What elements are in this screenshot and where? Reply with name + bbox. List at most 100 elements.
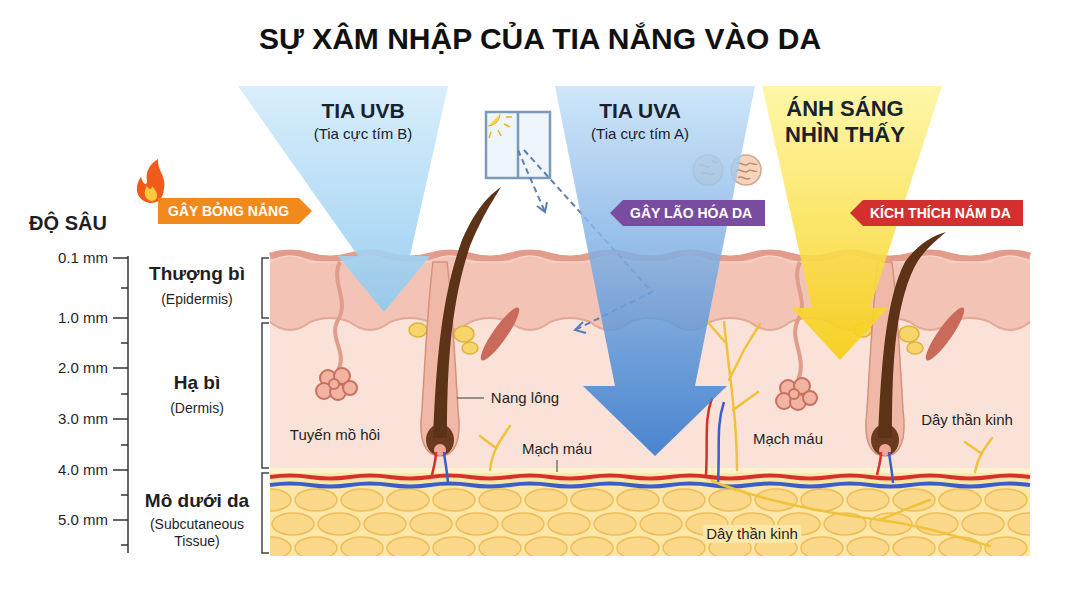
fat-cell bbox=[270, 537, 291, 556]
fat-cell bbox=[502, 513, 544, 535]
fat-cell bbox=[341, 537, 383, 556]
banner-polygon bbox=[610, 200, 765, 226]
fat-cell bbox=[801, 537, 843, 556]
fat-cell bbox=[571, 489, 613, 511]
banner-text: GÂY LÃO HÓA DA bbox=[610, 200, 762, 226]
beam-polygon bbox=[555, 86, 755, 456]
fat-cell bbox=[939, 489, 981, 511]
fat-cell bbox=[272, 513, 314, 535]
sebaceous-gland bbox=[907, 342, 923, 354]
fat-cell bbox=[433, 537, 475, 556]
sebaceous-gland bbox=[409, 323, 427, 337]
fat-cell bbox=[663, 537, 705, 556]
layer-boundary bbox=[270, 468, 1030, 473]
fat-cell bbox=[270, 489, 291, 511]
fat-cell bbox=[847, 537, 889, 556]
part-label: Nang lông bbox=[488, 389, 562, 407]
fat-cell bbox=[387, 537, 429, 556]
artery bbox=[270, 476, 1030, 479]
part-label: Dây thần kinh bbox=[703, 525, 801, 543]
fat-cell bbox=[341, 489, 383, 511]
depth-axis bbox=[113, 256, 128, 553]
beam-subtitle: (Tia cực tím B) bbox=[283, 124, 443, 144]
sweat-gland-coil bbox=[776, 378, 817, 410]
part-label: Dây thần kinh bbox=[918, 411, 1016, 429]
diagram-title: SỰ XÂM NHẬP CỦA TIA NẮNG VÀO DA bbox=[0, 22, 1080, 56]
fat-cell bbox=[525, 537, 567, 556]
fat-cell bbox=[893, 537, 935, 556]
leader-line bbox=[457, 397, 484, 398]
fat-cell bbox=[663, 489, 705, 511]
depth-value: 4.0 mm bbox=[58, 461, 108, 479]
layer-name-en: (Subcutaneous Tissue) bbox=[138, 516, 256, 550]
depth-value: 5.0 mm bbox=[58, 511, 108, 529]
sweat-gland-coil bbox=[316, 368, 357, 400]
effect-banner: GÂY LÃO HÓA DA bbox=[610, 200, 765, 226]
fat-cell bbox=[594, 513, 636, 535]
arrector-muscle bbox=[476, 304, 524, 364]
leader-line bbox=[556, 460, 557, 472]
uva-beam: TIA UVA(Tia cực tím A) bbox=[555, 86, 755, 458]
vein bbox=[270, 484, 1030, 487]
banner-text: KÍCH THÍCH NÁM DA bbox=[850, 200, 1021, 226]
layer-name-en: (Epidermis) bbox=[161, 290, 233, 308]
fat-cell bbox=[640, 513, 682, 535]
sweat-duct bbox=[795, 262, 802, 380]
sebaceous-gland bbox=[462, 342, 478, 354]
fat-cells bbox=[270, 489, 1030, 556]
fat-cell bbox=[295, 537, 337, 556]
axis-title: ĐỘ SÂU bbox=[29, 214, 107, 232]
fat-cell bbox=[617, 537, 659, 556]
fat-cell bbox=[318, 513, 360, 535]
banner-polygon bbox=[850, 200, 1023, 226]
sweat-duct bbox=[335, 262, 342, 370]
fat-cell bbox=[962, 513, 1004, 535]
fat-cell bbox=[456, 513, 498, 535]
layer-name: Mô dưới da bbox=[145, 492, 249, 510]
fat-cell bbox=[1008, 513, 1030, 535]
fat-cell bbox=[387, 489, 429, 511]
hair-shaft bbox=[878, 232, 946, 438]
part-label: Tuyến mồ hôi bbox=[287, 426, 383, 444]
beam-text-box: ÁNH SÁNG NHÌN THẤY bbox=[770, 96, 920, 148]
effect-banner: KÍCH THÍCH NÁM DA bbox=[850, 200, 1023, 226]
banner-polygon bbox=[158, 198, 312, 224]
sebaceous-gland bbox=[454, 326, 474, 342]
fat-cell bbox=[295, 489, 337, 511]
fat-cell bbox=[433, 489, 475, 511]
part-label: Mạch máu bbox=[519, 440, 595, 458]
layer-name: Thượng bì bbox=[149, 265, 245, 283]
blood-vessels bbox=[270, 476, 1030, 487]
fat-cell bbox=[525, 489, 567, 511]
layer-brackets bbox=[262, 258, 269, 553]
beam-title: TIA UVA bbox=[560, 98, 720, 124]
layer-name: Hạ bì bbox=[174, 374, 220, 392]
fat-cell bbox=[479, 489, 521, 511]
depth-value: 2.0 mm bbox=[58, 359, 108, 377]
beam-text-box: TIA UVB(Tia cực tím B) bbox=[283, 98, 443, 144]
fat-cell bbox=[364, 513, 406, 535]
banner-text: GÂY BỎNG NẮNG bbox=[158, 198, 309, 224]
arrector-muscle bbox=[921, 304, 969, 364]
effect-banner: GÂY BỎNG NẮNG bbox=[158, 198, 312, 224]
fat-cell bbox=[847, 489, 889, 511]
flame-icon bbox=[137, 159, 165, 203]
part-label: Mạch máu bbox=[750, 430, 826, 448]
beam-text-box: TIA UVA(Tia cực tím A) bbox=[560, 98, 720, 144]
beam-title: ÁNH SÁNG NHÌN THẤY bbox=[770, 96, 920, 148]
depth-value: 1.0 mm bbox=[58, 309, 108, 327]
fat-cell bbox=[617, 489, 659, 511]
nerves bbox=[480, 320, 992, 546]
depth-value: 3.0 mm bbox=[58, 410, 108, 428]
fat-cell bbox=[985, 489, 1027, 511]
depth-value: 0.1 mm bbox=[58, 249, 108, 267]
fat-cell bbox=[985, 537, 1027, 556]
fat-cell bbox=[479, 537, 521, 556]
fat-cell bbox=[939, 537, 981, 556]
fat-cell bbox=[571, 537, 613, 556]
layer-name-en: (Dermis) bbox=[170, 399, 224, 417]
fat-cell bbox=[548, 513, 590, 535]
beam-subtitle: (Tia cực tím A) bbox=[560, 124, 720, 144]
beam-title: TIA UVB bbox=[283, 98, 443, 124]
